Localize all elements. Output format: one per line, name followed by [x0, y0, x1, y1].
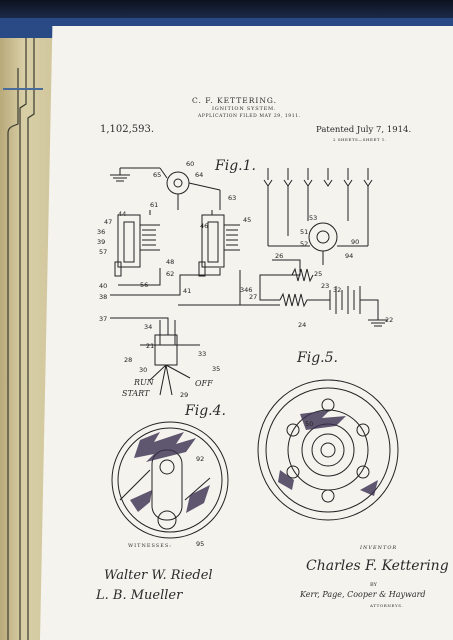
witness-signature-2: L. B. Mueller	[96, 588, 183, 603]
ref-numeral: 48	[166, 258, 175, 266]
distributor-circle	[308, 222, 338, 252]
ref-numeral: 26	[275, 252, 284, 260]
ref-numeral: 94	[345, 252, 354, 260]
coil-left	[114, 214, 160, 277]
ref-numeral: 27	[249, 293, 258, 301]
ref-numeral: 60	[186, 160, 195, 168]
ref-numeral: 35	[212, 365, 221, 373]
witnesses-label: WITNESSES:	[128, 543, 172, 549]
ref-numeral: 37	[99, 315, 108, 323]
patent-subject: IGNITION SYSTEM.	[212, 106, 277, 112]
ref-numeral: 63	[228, 194, 237, 202]
ref-numeral: 51	[300, 228, 309, 236]
ref-numeral: 23	[321, 282, 330, 290]
ref-numeral: 90	[351, 238, 360, 246]
ref-numeral: 57	[99, 248, 108, 256]
ref-numeral: 65	[153, 171, 162, 179]
ref-numeral: 47	[104, 218, 113, 226]
figure-5-label: Fig.5.	[297, 350, 338, 366]
ref-numeral: 24	[298, 321, 307, 329]
inventor-signature: Charles F. Kettering	[306, 558, 449, 574]
ref-numeral: 64	[195, 171, 204, 179]
ref-numeral: 40	[99, 282, 108, 290]
ref-numeral: 33	[198, 350, 207, 358]
switch-label-off: OFF	[195, 379, 213, 388]
ref-numeral: 61	[150, 201, 159, 209]
ref-numeral: 29	[180, 391, 189, 399]
ground-symbol-left	[110, 167, 160, 182]
ref-numeral: 45	[243, 216, 252, 224]
ref-numeral: 21	[146, 342, 155, 350]
left-panel-ornament	[3, 38, 43, 640]
ref-numeral: 22	[385, 316, 394, 324]
ground-symbol-right	[368, 319, 388, 327]
ref-numeral: 32	[333, 286, 342, 294]
ref-numeral: 92	[196, 455, 205, 463]
patent-application-date: APPLICATION FILED MAY 29, 1911.	[198, 114, 301, 119]
ref-numeral: 53	[309, 214, 318, 222]
fig4-outer-circle	[111, 421, 229, 539]
ref-numeral: 50	[305, 420, 314, 428]
patent-date: Patented July 7, 1914.	[316, 125, 412, 135]
ref-numeral: 41	[183, 287, 192, 295]
ref-numeral: 25	[314, 270, 323, 278]
figure-4-label: Fig.4.	[185, 403, 226, 419]
patent-inventor-header: C. F. KETTERING.	[192, 96, 278, 105]
attorneys-label: ATTORNEYS.	[370, 603, 404, 608]
by-label: BY	[370, 582, 377, 588]
timer-circle	[166, 171, 190, 195]
ref-numeral: 28	[124, 356, 133, 364]
patent-number: 1,102,593.	[100, 124, 155, 135]
ref-numeral: 38	[99, 293, 108, 301]
switch-label-run: RUN	[134, 378, 154, 387]
ref-numeral: 34	[144, 323, 153, 331]
patent-sheet-count: 2 SHEETS—SHEET 1.	[333, 137, 387, 142]
witness-signature-1: Walter W. Riedel	[104, 568, 213, 583]
ref-numeral: 95	[196, 540, 205, 548]
figure-1-label: Fig.1.	[215, 158, 256, 174]
spark-plugs	[263, 168, 373, 246]
ref-numeral: 56	[140, 281, 149, 289]
fig5-outer-circle	[257, 379, 399, 521]
ref-numeral: 30	[139, 366, 148, 374]
ref-numeral: 346	[240, 286, 253, 294]
coil-right	[198, 214, 240, 277]
ref-numeral: 39	[97, 238, 106, 246]
attorneys-signature: Kerr, Page, Cooper & Hayward	[300, 590, 426, 599]
ignition-switch	[154, 334, 178, 366]
ref-numeral: 52	[300, 240, 309, 248]
switch-label-start: START	[122, 389, 150, 398]
patent-page	[40, 26, 453, 640]
ref-numeral: 36	[97, 228, 106, 236]
ref-numeral: 62	[166, 270, 175, 278]
ref-numeral: 46	[200, 222, 209, 230]
inventor-label: INVENTOR	[360, 545, 398, 551]
ref-numeral: 44	[118, 210, 127, 218]
